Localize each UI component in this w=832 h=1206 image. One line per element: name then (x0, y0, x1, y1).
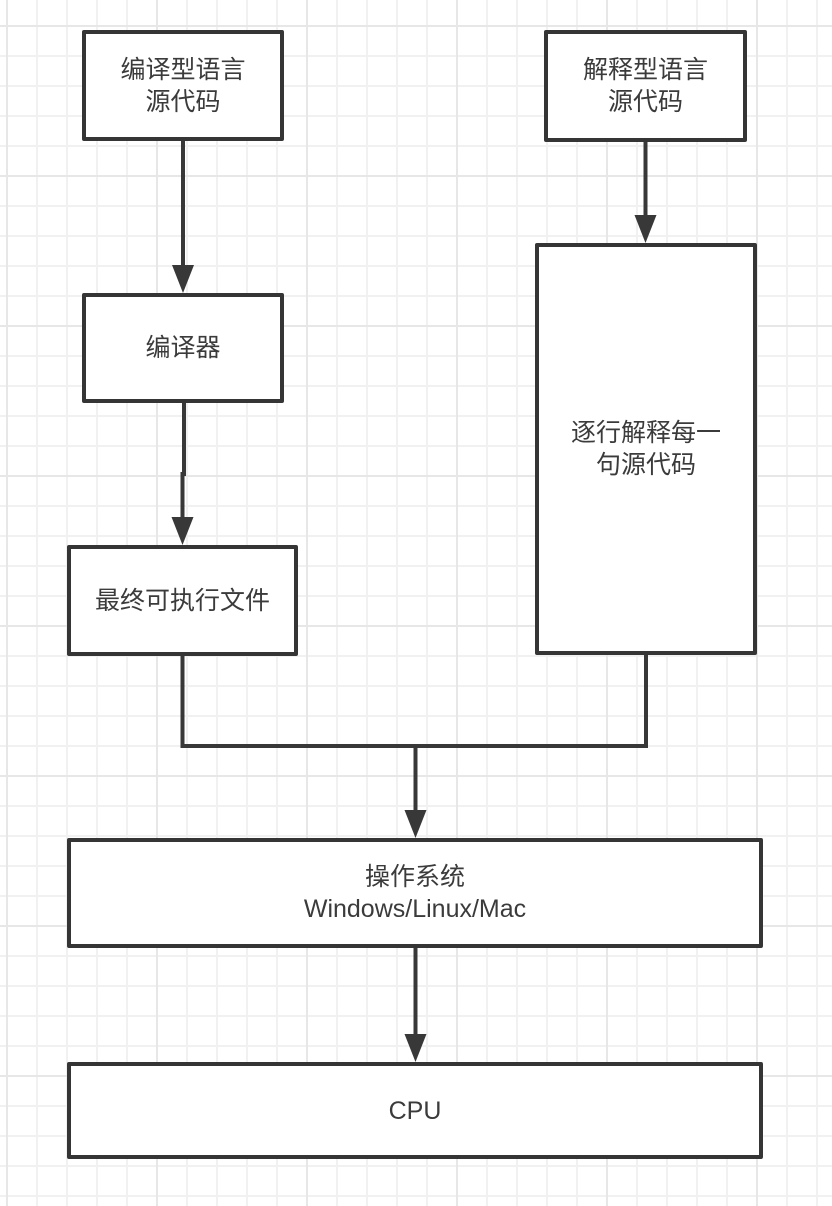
node-compiled-source: 编译型语言 源代码 (82, 30, 284, 141)
arrow-os-to-cpu (404, 948, 427, 1062)
arrow-compiler-to-executable (171, 403, 194, 545)
node-interpreted-source: 解释型语言 源代码 (544, 30, 747, 142)
node-compiler: 编译器 (82, 293, 284, 403)
merge-connector (180, 653, 648, 748)
node-interpreter: 逐行解释每一 句源代码 (535, 243, 757, 655)
node-operating-system: 操作系统 Windows/Linux/Mac (67, 838, 763, 948)
arrow-merge-to-os (404, 746, 427, 838)
arrow-interpreted-source-to-interpreter (634, 142, 657, 243)
arrow-compiled-source-to-compiler (172, 141, 194, 293)
node-cpu: CPU (67, 1062, 763, 1159)
node-executable-file: 最终可执行文件 (67, 545, 298, 656)
